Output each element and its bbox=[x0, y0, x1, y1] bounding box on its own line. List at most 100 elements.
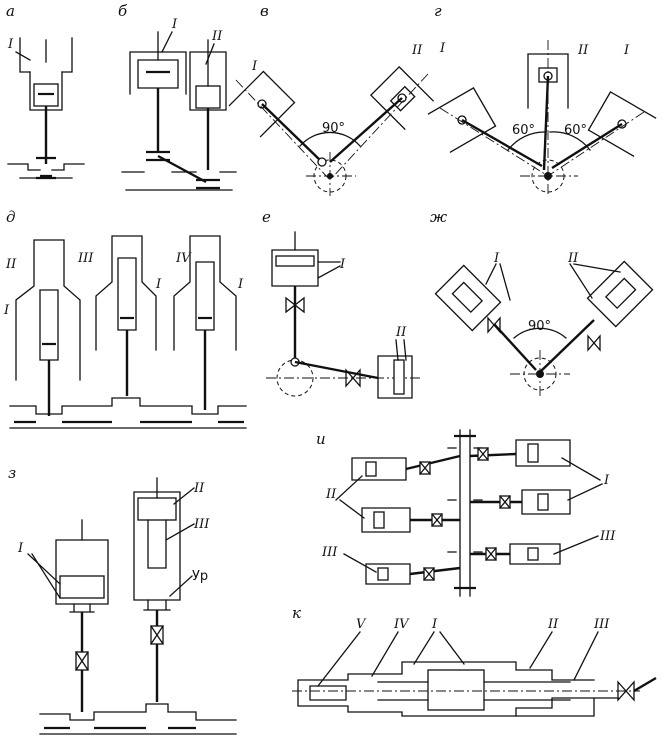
panel-d-label-5: I bbox=[155, 277, 162, 292]
panel-i-leader-1a bbox=[335, 475, 363, 501]
panel-i-leader-3a bbox=[561, 457, 601, 481]
panel-k-label-4: II bbox=[547, 617, 559, 632]
panel-b-label-1: I bbox=[171, 17, 178, 32]
panel-v-axis-1 bbox=[235, 79, 331, 181]
panel-k-label-5: III bbox=[593, 617, 610, 632]
panel-zh-cylinder-1 bbox=[434, 264, 502, 332]
panel-b-cylinder-2 bbox=[189, 51, 227, 111]
panel-b-piston-1-frame bbox=[137, 59, 179, 89]
panel-a: а I bbox=[6, 2, 85, 180]
panel-z-cylinder-2 bbox=[133, 491, 181, 601]
panel-k-label-2: IV bbox=[393, 617, 410, 632]
panel-z-label-1: I bbox=[17, 541, 24, 556]
panel-z-cylinder-1 bbox=[55, 539, 109, 605]
panel-b-label-2: II bbox=[211, 29, 223, 44]
panel-zh-angle-arc bbox=[513, 327, 567, 339]
panel-z-leader-1a bbox=[27, 553, 61, 585]
panel-i-xh-left-3-x bbox=[423, 567, 435, 581]
panel-z-crosshead-2-x bbox=[150, 625, 164, 645]
panel-i-piston-left-1 bbox=[365, 461, 377, 477]
panel-g-label-3: I bbox=[623, 43, 630, 58]
panel-a-cylinder-upper bbox=[19, 37, 73, 73]
panel-i-shaft-frames bbox=[447, 447, 483, 553]
panel-z-leader-2 bbox=[173, 487, 195, 505]
panel-zh: ж I II 90° bbox=[430, 208, 654, 398]
panel-e-piston-2 bbox=[393, 359, 405, 395]
panel-z-letter: з bbox=[8, 464, 16, 482]
panel-g-label-2: II bbox=[577, 43, 589, 58]
panel-v-rod-1 bbox=[261, 103, 323, 163]
panel-g: г I II I 60° 60° bbox=[427, 2, 657, 196]
panel-i-cyl-left-1 bbox=[351, 457, 407, 481]
panel-d-label-4: I bbox=[3, 303, 10, 318]
panel-i-xh-left-1-x bbox=[419, 461, 431, 475]
panel-v-rod-2 bbox=[329, 97, 403, 163]
panel-a-label-1: I bbox=[7, 37, 14, 52]
panel-i-xh-right-2-x bbox=[499, 495, 511, 509]
panel-zh-angle: 90° bbox=[528, 319, 551, 334]
panel-i-label-4: III bbox=[599, 529, 616, 544]
panel-v-letter: в bbox=[260, 2, 269, 20]
panel-g-rod-2 bbox=[542, 75, 550, 171]
panel-zh-crosshead-1 bbox=[487, 316, 501, 334]
panel-k-rod-right bbox=[483, 681, 571, 701]
panel-d-label-1: II bbox=[5, 257, 17, 272]
panel-k-leader-4 bbox=[529, 631, 553, 669]
panel-k: к V IV I II III bbox=[292, 604, 657, 717]
panel-k-letter: к bbox=[292, 604, 301, 622]
panel-b-piston-2 bbox=[195, 85, 221, 109]
panel-i-piston-left-2 bbox=[373, 511, 385, 529]
panel-z-label-3: III bbox=[193, 517, 210, 532]
panel-i: и II III I III bbox=[316, 429, 616, 597]
panel-z-gland-1 bbox=[69, 603, 95, 613]
panel-b-leader-2 bbox=[205, 43, 215, 65]
panel-d-label-6: I bbox=[237, 277, 244, 292]
panel-k-leader-2 bbox=[371, 631, 399, 677]
panel-g-angle-right: 60° bbox=[564, 123, 587, 138]
panel-i-rod-left-1 bbox=[405, 454, 461, 471]
panel-e-leader-2b bbox=[403, 339, 407, 361]
panel-i-cyl-right-1 bbox=[515, 439, 571, 467]
panel-b-crank-link bbox=[157, 154, 207, 184]
panel-e-piston-1 bbox=[275, 255, 315, 267]
panel-d-piston-3 bbox=[195, 261, 215, 331]
panel-i-leader-2 bbox=[343, 553, 377, 573]
panel-zh-leader-2b bbox=[573, 263, 621, 273]
panel-i-shaft-bearings bbox=[454, 434, 476, 590]
panel-zh-leader-1b bbox=[499, 263, 511, 301]
panel-v-axis-2 bbox=[329, 73, 429, 181]
panel-v: в I II 90° bbox=[228, 2, 435, 196]
panel-zh-crosshead-2 bbox=[587, 334, 601, 352]
panel-i-xh-right-3-x bbox=[485, 547, 497, 561]
panel-v-label-2: II bbox=[411, 43, 423, 58]
panel-zh-rod-1 bbox=[493, 323, 537, 371]
panel-i-cyl-right-2 bbox=[521, 489, 571, 515]
panel-e-cylinder-2 bbox=[377, 355, 413, 399]
panel-e-letter: е bbox=[262, 208, 271, 226]
panel-z-leader-1b bbox=[31, 553, 61, 599]
panel-e: е I II bbox=[262, 208, 420, 399]
panel-zh-letter: ж bbox=[430, 208, 447, 226]
panel-i-label-2: III bbox=[321, 545, 338, 560]
panel-i-piston-left-3 bbox=[377, 567, 389, 581]
panel-d-label-2: III bbox=[77, 251, 94, 266]
panel-v-angle: 90° bbox=[322, 121, 345, 136]
panel-g-angle-arc-left bbox=[507, 131, 547, 151]
panel-b: б I II bbox=[118, 2, 237, 191]
panel-k-piston-main bbox=[427, 669, 485, 711]
panel-e-crosshead-2 bbox=[345, 368, 361, 388]
panel-i-leader-4 bbox=[553, 535, 599, 555]
panel-a-leader bbox=[15, 51, 31, 61]
panel-k-label-3: I bbox=[431, 617, 438, 632]
panel-g-axis-1 bbox=[439, 107, 549, 177]
panel-e-rod-2 bbox=[294, 360, 379, 380]
panel-d-cylinder-3 bbox=[173, 235, 237, 351]
panel-i-shaft bbox=[459, 429, 471, 597]
panel-k-drive bbox=[633, 676, 657, 693]
panel-g-axis-3 bbox=[547, 111, 645, 177]
panel-zh-rod-2 bbox=[539, 319, 595, 373]
panel-k-casing-lower bbox=[515, 697, 595, 717]
panel-z: з I II III Ур bbox=[8, 464, 237, 735]
panel-z-piston-2 bbox=[137, 497, 177, 521]
